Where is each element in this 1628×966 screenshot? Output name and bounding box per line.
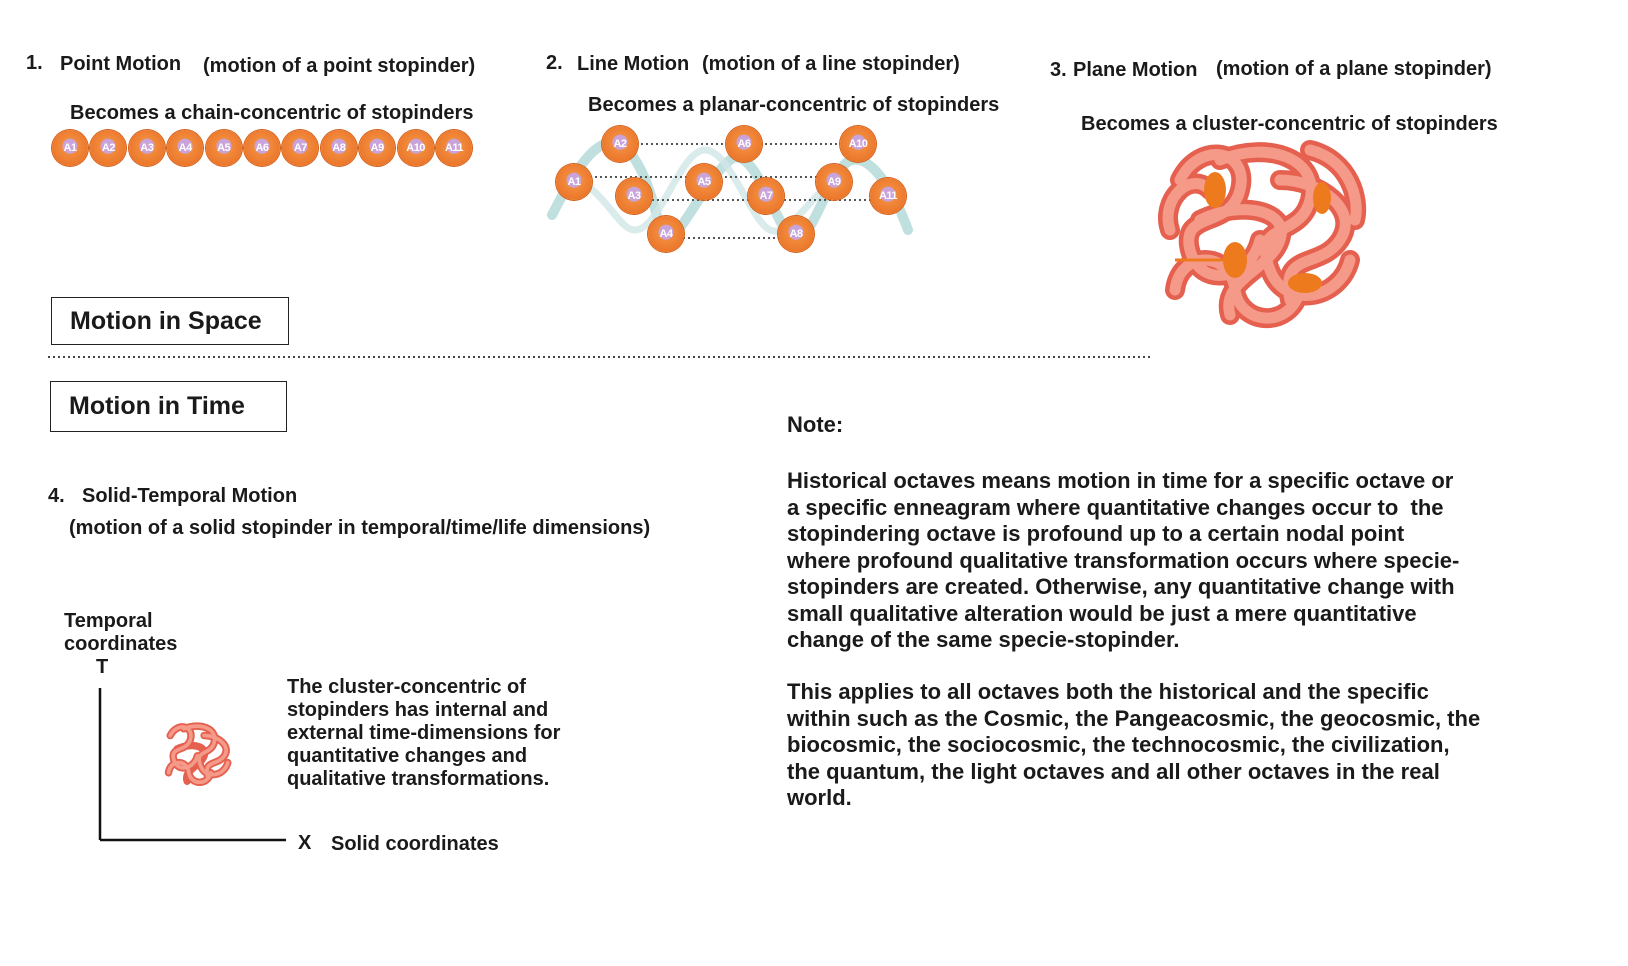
note-heading: Note: bbox=[787, 412, 844, 437]
planar-bead: A5 bbox=[686, 164, 722, 200]
motion-in-time-label: Motion in Time bbox=[50, 381, 287, 432]
y-axis-label-line2: coordinates bbox=[64, 633, 178, 655]
text-line: stopindering octave is profound up to a … bbox=[787, 521, 1405, 546]
solid-temporal-desc: (motion of a solid stopinder in temporal… bbox=[69, 517, 651, 539]
chain-concentric-caption: Becomes a chain-concentric of stopinders bbox=[70, 102, 474, 124]
chain-bead: A7 bbox=[282, 130, 319, 166]
chain-bead: A8 bbox=[320, 130, 357, 166]
chain-bead: A11 bbox=[436, 130, 472, 166]
text-line: Historical octaves means motion in time … bbox=[787, 468, 1454, 493]
planar-bead: A1 bbox=[556, 164, 592, 200]
text-line: where profound qualitative transformatio… bbox=[787, 547, 1460, 573]
coordinate-axes bbox=[98, 688, 286, 842]
space-time-divider bbox=[48, 356, 1152, 358]
planar-concentric-caption: Becomes a planar-concentric of stopinder… bbox=[588, 94, 1000, 116]
solid-temporal-title: Solid-Temporal Motion bbox=[82, 485, 298, 507]
line-motion-title: Line Motion bbox=[577, 53, 690, 75]
small-cluster-image bbox=[164, 722, 232, 786]
x-axis-label: Solid coordinates bbox=[331, 833, 499, 855]
planar-bead: A10 bbox=[840, 126, 876, 162]
item-number-4: 4. bbox=[48, 485, 65, 507]
text-line: change of the same specie-stopinder. bbox=[787, 627, 1180, 652]
plane-motion-title: Plane Motion bbox=[1073, 59, 1198, 81]
text-line: This applies to all octaves both the his… bbox=[787, 679, 1429, 704]
line-motion-desc: (motion of a line stopinder) bbox=[702, 53, 960, 75]
note-paragraph-applies-to-all: This applies to all octaves both the his… bbox=[787, 679, 1480, 812]
chain-bead: A1 bbox=[52, 130, 88, 166]
item-number-3: 3. bbox=[1050, 59, 1067, 81]
text-line: external time-dimensions for bbox=[287, 722, 561, 744]
text-line: stopinders has internal and bbox=[287, 699, 549, 721]
planar-bead: A11 bbox=[870, 178, 906, 214]
cluster-concentric-caption: Becomes a cluster-concentric of stopinde… bbox=[1081, 113, 1498, 135]
planar-bead: A6 bbox=[726, 126, 762, 162]
x-axis-symbol: X bbox=[298, 832, 312, 854]
plane-motion-desc: (motion of a plane stopinder) bbox=[1216, 58, 1492, 80]
text-line: quantitative changes and bbox=[287, 745, 528, 767]
text-line: stopinders are created. Otherwise, any q… bbox=[787, 574, 1455, 599]
chain-bead: A9 bbox=[359, 130, 396, 166]
chain-bead: A10 bbox=[397, 130, 434, 166]
chain-bead: A6 bbox=[244, 130, 280, 166]
note-paragraph-historical-octaves: Historical octaves means motion in time … bbox=[787, 468, 1459, 654]
point-motion-title: Point Motion bbox=[60, 53, 182, 75]
motion-in-space-label: Motion in Space bbox=[51, 297, 289, 345]
text-line: The cluster-concentric of bbox=[287, 676, 526, 698]
text-line: world. bbox=[787, 785, 852, 810]
planar-bead: A2 bbox=[602, 126, 638, 162]
text-line: within such as the Cosmic, the Pangeacos… bbox=[787, 705, 1481, 731]
item-number-2: 2. bbox=[546, 52, 563, 74]
planar-bead: A8 bbox=[778, 216, 814, 252]
cluster-concentric-image bbox=[1158, 140, 1367, 329]
y-axis-symbol: T bbox=[96, 656, 109, 678]
text-line: a specific enneagram where quantitative … bbox=[787, 494, 1444, 520]
chain-bead: A3 bbox=[128, 130, 165, 166]
text-line: the quantum, the light octaves and all o… bbox=[787, 758, 1440, 784]
y-axis-label-line1: Temporal bbox=[64, 610, 153, 632]
point-motion-desc: (motion of a point stopinder) bbox=[203, 55, 476, 77]
chain-bead: A5 bbox=[205, 130, 242, 166]
chain-bead: A4 bbox=[167, 130, 204, 166]
planar-bead: A9 bbox=[816, 164, 852, 200]
chain-bead: A2 bbox=[90, 130, 127, 166]
text-line: small qualitative alteration would be ju… bbox=[787, 600, 1417, 626]
item-number-1: 1. bbox=[26, 52, 43, 74]
text-line: qualitative transformations. bbox=[287, 768, 550, 790]
planar-bead: A3 bbox=[616, 178, 652, 214]
text-line: biocosmic, the sociocosmic, the technoco… bbox=[787, 732, 1450, 757]
planar-bead: A7 bbox=[748, 178, 784, 214]
planar-bead: A4 bbox=[648, 216, 684, 252]
